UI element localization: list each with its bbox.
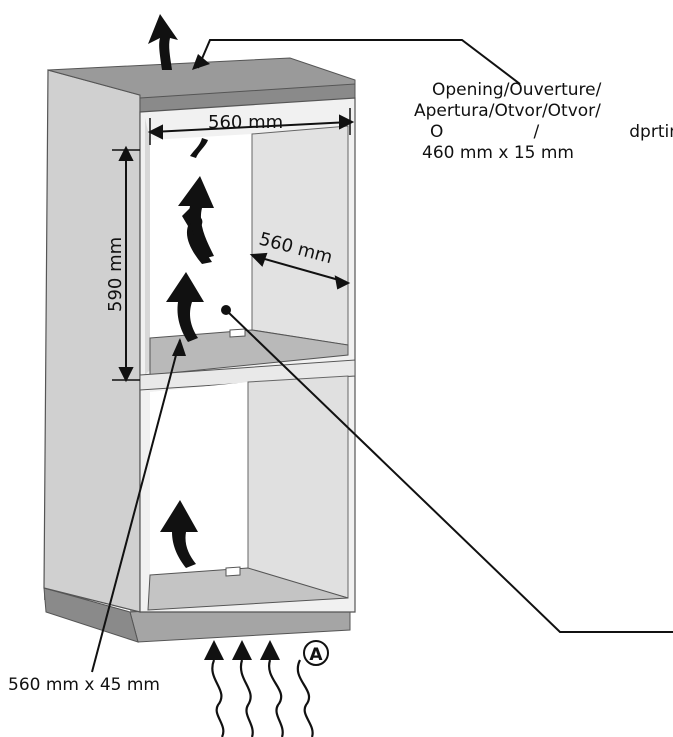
opening-label-line3-part3: dprtin [629,122,673,142]
leader-line-shelf-point [227,311,673,633]
airflow-arrows-inlet [204,640,280,660]
lower-cavity-right-side [247,375,349,599]
airflow-arrow-upper-1 [190,138,208,158]
leader-line-opening [197,39,521,85]
shelf-point-dot [221,305,231,315]
airflow-lines-inlet [211,659,314,737]
leader-arrowhead-opening [192,54,210,70]
dimension-width-top [147,108,355,145]
lower-shelf [147,567,349,611]
opening-label: Opening/Ouverture/ Apertura/Otvor/Otvor/… [408,80,673,164]
airflow-arrow-lower [160,500,198,568]
lower-shelf-notch [225,566,241,577]
marker-a-circle [303,640,329,666]
dimension-height [112,145,140,383]
opening-label-line3-part1: O [430,122,444,142]
lower-cavity-back [150,382,248,575]
upper-cavity-left-edge [145,118,150,375]
marker-a-letter: A [309,645,323,665]
dimension-depth [249,252,351,290]
leader-arrowhead-bottom [172,338,186,356]
opening-label-line3-part2: / [533,122,540,142]
airflow-arrow-upper-2 [178,176,214,264]
opening-label-line3: O / dprtin [430,122,673,143]
bottom-opening-label: 560 mm x 45 mm [8,675,160,695]
plinth-side [43,587,139,643]
upper-shelf-notch [229,328,246,338]
opening-label-line2: Apertura/Otvor/Otvor/ [414,101,601,121]
airflow-arrow-upper-3 [166,272,204,342]
airflow-arrow-top [148,14,178,70]
leader-line-bottom-opening [91,339,181,673]
dimension-width-top-label: 560 mm [208,112,283,133]
dimension-height-label: 590 mm [105,237,126,312]
opening-label-line1: Opening/Ouverture/ [432,80,602,100]
opening-label-line4: 460 mm x 15 mm [422,143,574,163]
